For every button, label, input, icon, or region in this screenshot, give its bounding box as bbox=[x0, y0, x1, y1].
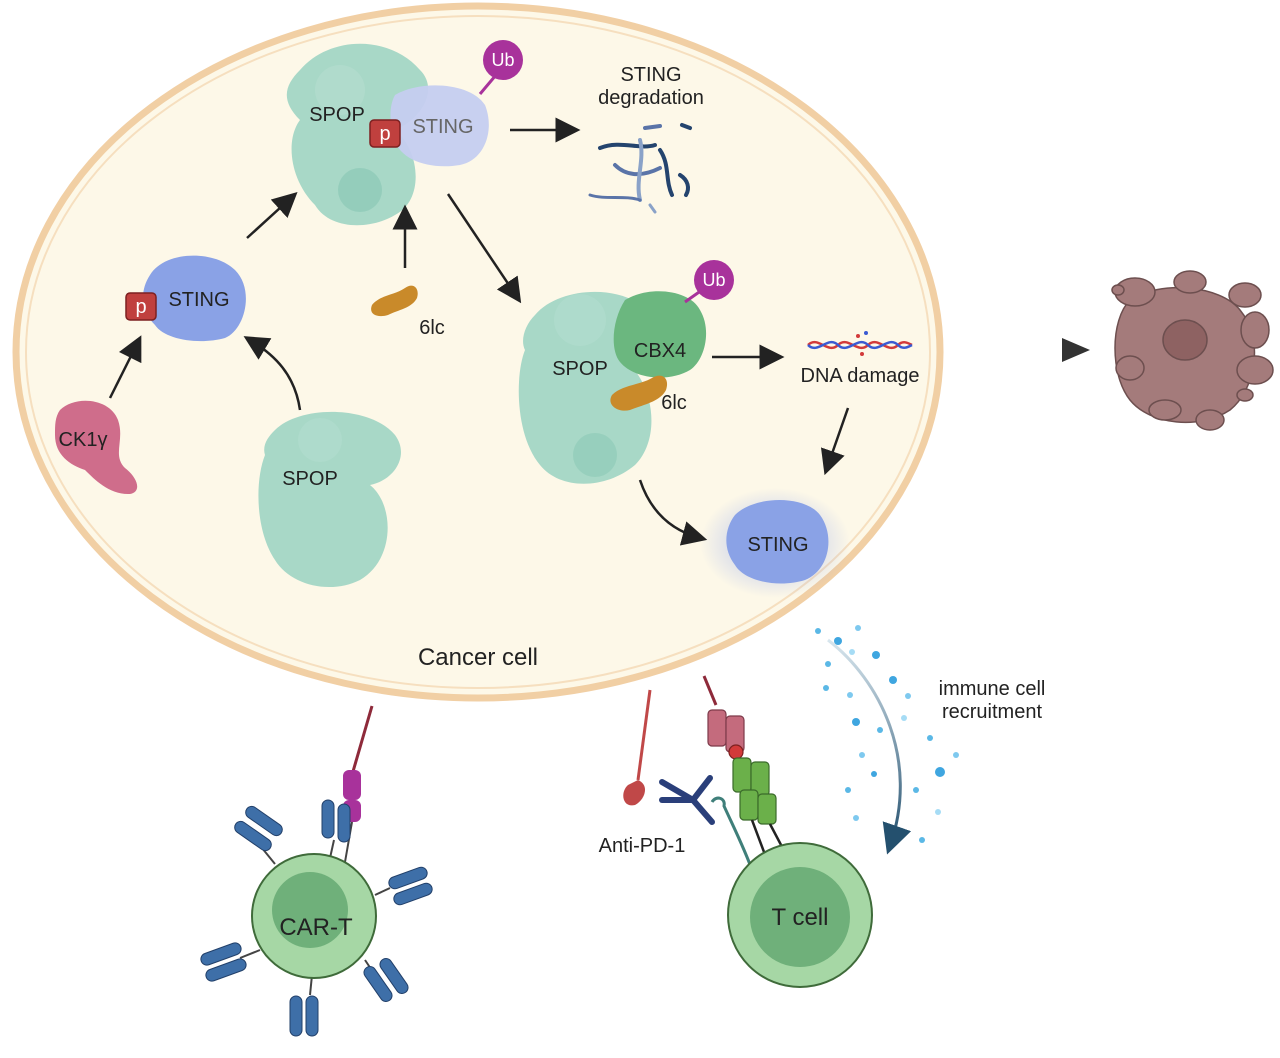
degraded-sting-fragments bbox=[588, 123, 692, 214]
ubiquitin-mid-label: Ub bbox=[702, 270, 725, 290]
sting-degradation-label-2: degradation bbox=[598, 87, 704, 109]
dna-helix-icon bbox=[807, 331, 913, 356]
ck1-gamma-label: CK1γ bbox=[59, 429, 108, 451]
ubiquitin-top bbox=[478, 40, 523, 95]
sting-protein-top bbox=[390, 85, 489, 167]
sting-left-label: STING bbox=[168, 289, 229, 311]
car-t-cell bbox=[251, 853, 377, 979]
dead-tumor-cell-icon bbox=[1111, 270, 1274, 431]
tcr-receptor-complex bbox=[707, 709, 792, 871]
immune-recruitment-label-2: recruitment bbox=[942, 701, 1042, 723]
membrane-ligands bbox=[350, 675, 718, 806]
phospho-badge-top bbox=[369, 119, 401, 148]
anti-pd1-antibody-icon bbox=[659, 775, 715, 825]
spop-protein-bottom-left bbox=[258, 411, 401, 588]
sting-active-label: STING bbox=[747, 534, 808, 556]
cbx4-label: CBX4 bbox=[634, 340, 686, 362]
anti-pd1-label: Anti-PD-1 bbox=[599, 835, 686, 857]
phospho-top-label: p bbox=[379, 123, 390, 145]
immune-recruitment-arrow bbox=[827, 638, 912, 855]
chemokine-dots bbox=[815, 625, 959, 843]
spop-top-label: SPOP bbox=[309, 104, 365, 126]
spop-bottom-left-label: SPOP bbox=[282, 468, 338, 490]
phospho-badge-left bbox=[125, 292, 157, 321]
cancer-cell-label: Cancer cell bbox=[418, 644, 538, 671]
pathway-arrows bbox=[108, 117, 850, 546]
sting-top-label: STING bbox=[412, 116, 473, 138]
car-t-label: CAR-T bbox=[279, 914, 353, 941]
cbx4-protein bbox=[613, 291, 707, 378]
immune-recruitment-label-1: immune cell bbox=[939, 678, 1046, 700]
t-cell bbox=[727, 842, 873, 988]
compound-6lc-top-label: 6lc bbox=[419, 317, 445, 339]
car-t-antibody-receptors bbox=[200, 799, 433, 1037]
compound-6lc-top bbox=[371, 285, 418, 317]
sting-degradation-label-1: STING bbox=[620, 64, 681, 86]
phospho-left-label: p bbox=[135, 296, 146, 318]
compound-6lc-mid bbox=[610, 375, 668, 411]
spop-protein-top bbox=[286, 43, 429, 226]
ubiquitin-top-label: Ub bbox=[491, 50, 514, 70]
compound-6lc-mid-label: 6lc bbox=[661, 392, 687, 414]
spop-mid-label: SPOP bbox=[552, 358, 608, 380]
sting-protein-left bbox=[143, 255, 246, 342]
ubiquitin-mid bbox=[684, 260, 734, 304]
sting-protein-active bbox=[700, 488, 850, 598]
t-cell-label: T cell bbox=[772, 904, 829, 931]
tumor-death-arrow bbox=[982, 338, 1090, 362]
ck1-gamma-protein bbox=[55, 400, 138, 495]
dna-damage-label: DNA damage bbox=[801, 365, 920, 387]
